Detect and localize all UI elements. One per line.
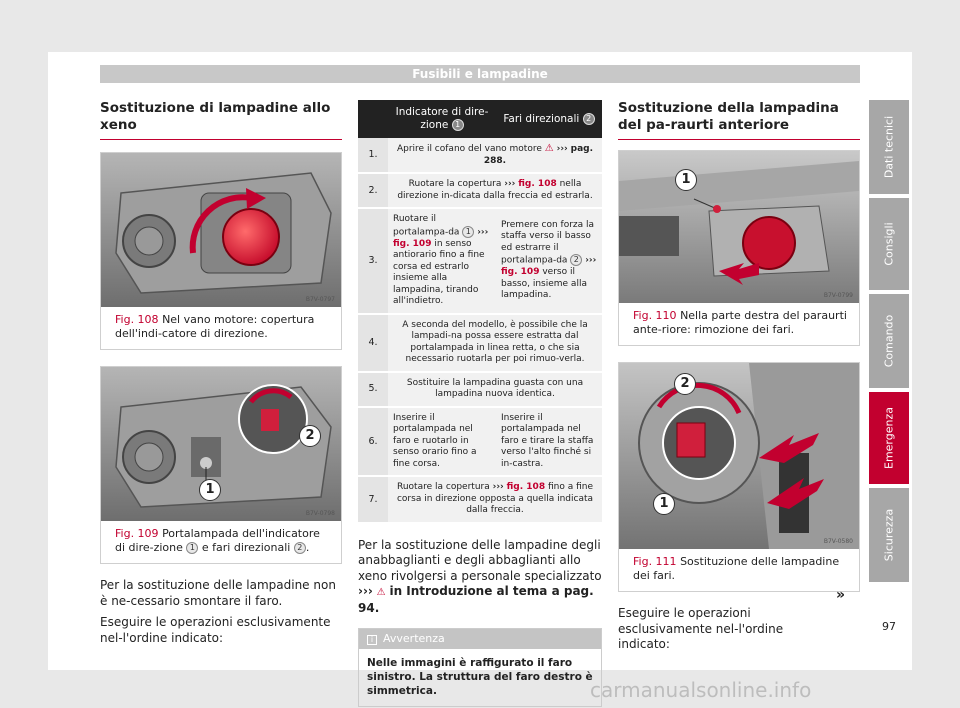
figure-111-caption: Fig. 111 Sostituzione delle lampadine de… [619,549,859,591]
tab-consigli[interactable]: Consigli [869,198,909,290]
right-body: Eseguire le operazioni esclusivamente ne… [618,606,828,653]
badge-1: 1 [186,542,199,554]
table-row: 7. Ruotare la copertura ››› fig. 108 fin… [358,476,602,524]
figure-108: B7V-0797 Fig. 108 Nel vano motore: coper… [100,152,342,350]
info-icon: i [367,635,377,645]
right-column: Sostituzione della lampadina del pa-raur… [618,100,860,659]
warning-icon: ⚠ [376,587,386,598]
callout-2: 2 [674,373,696,395]
table-header-indicator: Indicatore di dire-zione 1 [388,100,496,138]
table-row: 1. Aprire il cofano del vano motore ⚠ ››… [358,138,602,174]
watermark: carmanualsonline.info [590,678,812,702]
table-row: 4. A seconda del modello, è possibile ch… [358,313,602,373]
table-row: 2. Ruotare la copertura ››› fig. 108 nel… [358,173,602,209]
callout-1: 1 [653,493,675,515]
chapter-header: Fusibili e lampadine [100,65,860,83]
continue-marker: » [836,587,846,603]
figure-code: B7V-0798 [305,510,335,517]
page-number: 97 [882,620,896,633]
figure-label: Fig. 110 [633,309,677,322]
tab-comando[interactable]: Comando [869,294,909,388]
figure-110-caption: Fig. 110 Nella parte destra del paraurti… [619,303,859,345]
headlight-cover-illustration [101,153,341,307]
figure-label: Fig. 111 [633,555,677,568]
bulb-replacement-illustration [619,363,859,549]
figure-link[interactable]: fig. 108 [506,482,546,492]
figure-109-image: 2 1 B7V-0798 [101,367,341,521]
bumper-fog-light-illustration [619,151,859,303]
figure-label: Fig. 108 [115,313,159,326]
callout-1: 1 [199,479,221,501]
caption-text-a: Portalampada dell'indicatore di dire-zio… [115,527,320,554]
caption-text-b: e fari direzionali [201,541,291,554]
paragraph: Per la sostituzione delle lampadine non … [100,578,336,608]
figure-110: 1 B7V-0799 Fig. 110 Nella parte destra d… [618,150,860,346]
steps-table: Indicatore di dire-zione 1 Fari direzion… [358,100,602,524]
caption-text: Nella parte destra del paraurti ante-rio… [633,309,847,336]
table-header-empty [358,100,388,138]
caption-text: Nel vano motore: copertura dell'indi-cat… [115,313,315,340]
figure-link[interactable]: fig. 109 [501,267,540,278]
figure-111: 2 1 B7V-0580 Fig. 111 Sostituzione delle… [618,362,860,592]
left-body: Per la sostituzione delle lampadine non … [100,578,342,646]
table-header-row: Indicatore di dire-zione 1 Fari direzion… [358,100,602,138]
tab-emergenza[interactable]: Emergenza [869,392,909,484]
figure-111-image: 2 1 B7V-0580 [619,363,859,549]
badge-2: 2 [293,542,306,554]
table-row: 6. Inserire il portalampada nel faro e r… [358,406,602,477]
caption-text-c: . [305,541,310,554]
paragraph: Eseguire le operazioni esclusivamente ne… [100,615,331,645]
table-row: 3. Ruotare il portalampa-da 1 ››› fig. 1… [358,208,602,315]
figure-109: 2 1 B7V-0798 Fig. 109 Portalampada dell'… [100,366,342,564]
section-title-xeno: Sostituzione di lampadine allo xeno [100,100,342,140]
figure-code: B7V-0580 [823,538,853,545]
table-row: 5. Sostituire la lampadina guasta con un… [358,371,602,408]
figure-label: Fig. 109 [115,527,159,540]
tab-sicurezza[interactable]: Sicurezza [869,488,909,582]
figure-link[interactable]: fig. 108 [518,179,557,189]
figure-109-caption: Fig. 109 Portalampada dell'indicatore di… [101,521,341,563]
figure-code: B7V-0797 [305,296,335,303]
section-title-bumper: Sostituzione della lampadina del pa-raur… [618,100,860,140]
warning-icon: ⚠ [544,143,554,154]
note-body: Nelle immagini è raffigurato il faro sin… [367,657,593,697]
caption-text: Sostituzione delle lampadine dei fari. [633,555,840,582]
callout-2: 2 [299,425,321,447]
figure-108-image: B7V-0797 [101,153,341,307]
bulb-holder-illustration [101,367,341,521]
middle-body: Per la sostituzione delle lampadine degl… [358,537,602,615]
figure-code: B7V-0799 [823,292,853,299]
paragraph: Eseguire le operazioni esclusivamente ne… [618,606,784,651]
tab-dati-tecnici[interactable]: Dati tecnici [869,100,909,194]
table-header-directional: Fari direzionali 2 [496,100,602,138]
figure-108-caption: Fig. 108 Nel vano motore: copertura dell… [101,307,341,349]
left-column: Sostituzione di lampadine allo xeno B7V-… [100,100,342,652]
middle-column: Indicatore di dire-zione 1 Fari direzion… [358,100,602,707]
callout-1: 1 [675,169,697,191]
figure-110-image: 1 B7V-0799 [619,151,859,303]
figure-link[interactable]: fig. 109 [393,238,432,249]
